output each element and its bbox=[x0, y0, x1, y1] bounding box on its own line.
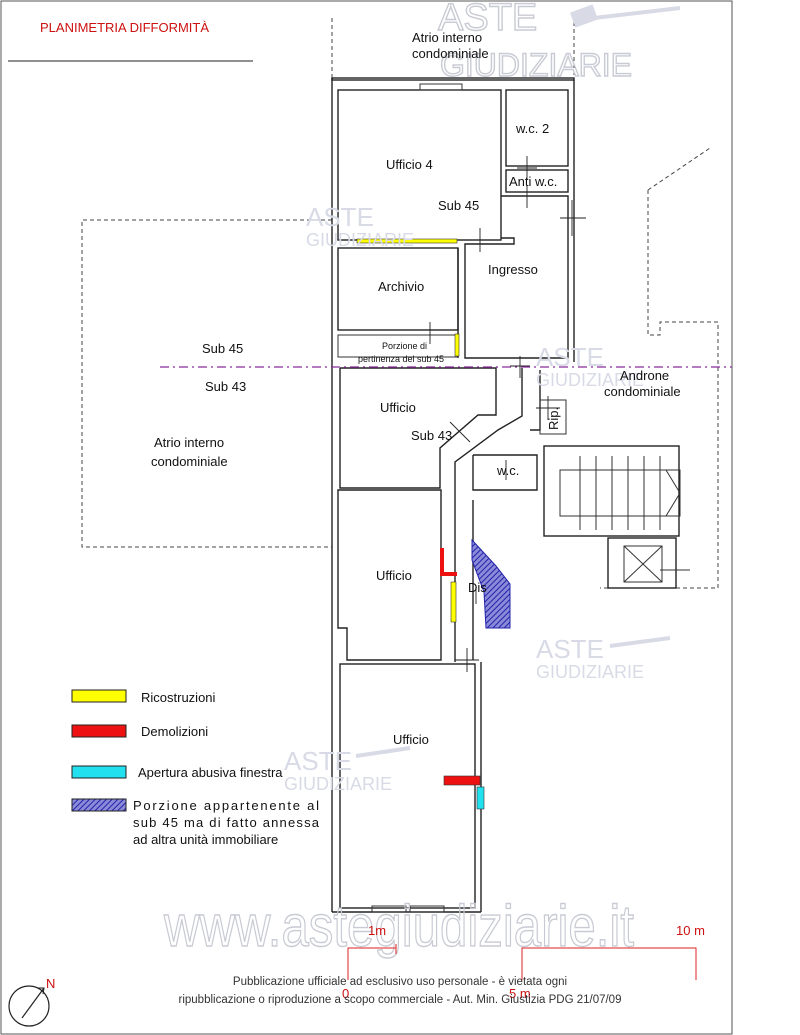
svg-text:GIUDIZIARIE: GIUDIZIARIE bbox=[440, 47, 632, 83]
label-ufficio-b: Ufficio bbox=[376, 568, 412, 583]
demolizione-bottom bbox=[443, 775, 481, 786]
demolizione-ufficio-wall bbox=[440, 548, 457, 576]
label-archivio: Archivio bbox=[378, 279, 424, 294]
door-markers bbox=[429, 156, 586, 672]
aste-watermark-mid-left: ASTE GIUDIZIARIE bbox=[306, 202, 414, 250]
ricostruzione-archivio-wall bbox=[356, 238, 458, 244]
legend-swatch-yellow bbox=[71, 689, 127, 703]
legend-porzione-1: Porzione appartenente al bbox=[133, 798, 319, 813]
label-sub43-inner: Sub 43 bbox=[411, 428, 452, 443]
site-watermark: www.astegiudiziarie.it bbox=[163, 894, 634, 959]
aste-watermark-mid-right: ASTE GIUDIZIARIE bbox=[536, 342, 644, 390]
label-ufficio-a: Ufficio bbox=[380, 400, 416, 415]
label-wc2: w.c. 2 bbox=[515, 121, 549, 136]
label-ufficio-c: Ufficio bbox=[393, 732, 429, 747]
legend-porzione-2: sub 45 ma di fatto annessa bbox=[133, 815, 320, 830]
elevator bbox=[607, 537, 690, 589]
scale-label-10m: 10 m bbox=[676, 923, 705, 938]
page-title: PLANIMETRIA DIFFORMITÀ bbox=[40, 20, 209, 35]
svg-text:GIUDIZIARIE: GIUDIZIARIE bbox=[306, 230, 414, 250]
legend-apertura: Apertura abusiva finestra bbox=[138, 765, 283, 780]
scale-label-1m: 1m bbox=[368, 923, 386, 938]
scale-label-5m: 5 m bbox=[509, 986, 531, 1001]
label-sub45-left: Sub 45 bbox=[202, 341, 243, 356]
label-dis: Dis bbox=[468, 580, 487, 595]
svg-text:ASTE: ASTE bbox=[536, 342, 604, 372]
ricostruzione-porzione-wall bbox=[454, 333, 460, 357]
label-ingresso: Ingresso bbox=[488, 262, 538, 277]
north-arrow-icon: N bbox=[8, 976, 55, 1027]
footer-line-2: ripubblicazione o riproduzione a scopo c… bbox=[179, 994, 622, 1006]
svg-text:ASTE: ASTE bbox=[306, 202, 374, 232]
aste-watermark-top: ASTE GIUDIZIARIE bbox=[437, 0, 681, 84]
androne-dash-top bbox=[647, 147, 711, 191]
aste-watermark-low-right: ASTE GIUDIZIARIE bbox=[536, 634, 671, 682]
apertura-finestra bbox=[476, 786, 485, 810]
staircase bbox=[543, 445, 681, 537]
scale-bar: 0 1m 5 m 10 m bbox=[342, 923, 705, 1001]
legend-swatch-hatch bbox=[71, 798, 127, 812]
legend-swatch-red bbox=[71, 724, 127, 738]
atrio-left-outline bbox=[81, 219, 332, 548]
scale-label-0: 0 bbox=[342, 986, 349, 1001]
legend-ricostruzioni: Ricostruzioni bbox=[141, 690, 216, 705]
svg-text:ASTE: ASTE bbox=[284, 746, 352, 776]
label-porzione-2: pertinenza del sub 45 bbox=[358, 354, 444, 364]
label-rip: Rip. bbox=[546, 407, 561, 430]
androne-outline bbox=[647, 190, 719, 589]
legend-demolizioni: Demolizioni bbox=[141, 724, 208, 739]
svg-text:GIUDIZIARIE: GIUDIZIARIE bbox=[536, 370, 644, 390]
label-androne-2: condominiale bbox=[604, 384, 681, 399]
label-anti-wc: Anti w.c. bbox=[509, 174, 557, 189]
label-atrio-top-2: condominiale bbox=[412, 46, 489, 61]
legend-swatch-cyan bbox=[71, 765, 127, 779]
label-atrio-left-2: condominiale bbox=[151, 454, 228, 469]
page-frame bbox=[0, 0, 733, 1035]
north-label: N bbox=[46, 976, 55, 991]
porzione-annessa-hatch bbox=[471, 538, 511, 629]
label-sub45-inner: Sub 45 bbox=[438, 198, 479, 213]
label-ufficio-4: Ufficio 4 bbox=[386, 157, 433, 172]
svg-text:GIUDIZIARIE: GIUDIZIARIE bbox=[284, 774, 392, 794]
label-wc: w.c. bbox=[496, 463, 519, 478]
legend-porzione-3: ad altra unità immobiliare bbox=[133, 832, 278, 847]
ricostruzione-ufficio-wall bbox=[450, 581, 457, 623]
legend: Ricostruzioni Demolizioni Apertura abusi… bbox=[71, 689, 320, 847]
svg-text:ASTE: ASTE bbox=[536, 634, 604, 664]
label-androne-1: Androne bbox=[620, 368, 669, 383]
building-walls bbox=[331, 77, 575, 913]
svg-text:ASTE: ASTE bbox=[438, 0, 537, 39]
footer-line-1: Pubblicazione ufficiale ad esclusivo uso… bbox=[233, 976, 567, 988]
label-sub43-left: Sub 43 bbox=[205, 379, 246, 394]
label-porzione-1: Porzione di bbox=[382, 341, 427, 351]
svg-text:GIUDIZIARIE: GIUDIZIARIE bbox=[536, 662, 644, 682]
aste-watermark-low-left: ASTE GIUDIZIARIE bbox=[284, 746, 411, 794]
label-atrio-top-1: Atrio interno bbox=[412, 30, 482, 45]
label-atrio-left-1: Atrio interno bbox=[154, 435, 224, 450]
